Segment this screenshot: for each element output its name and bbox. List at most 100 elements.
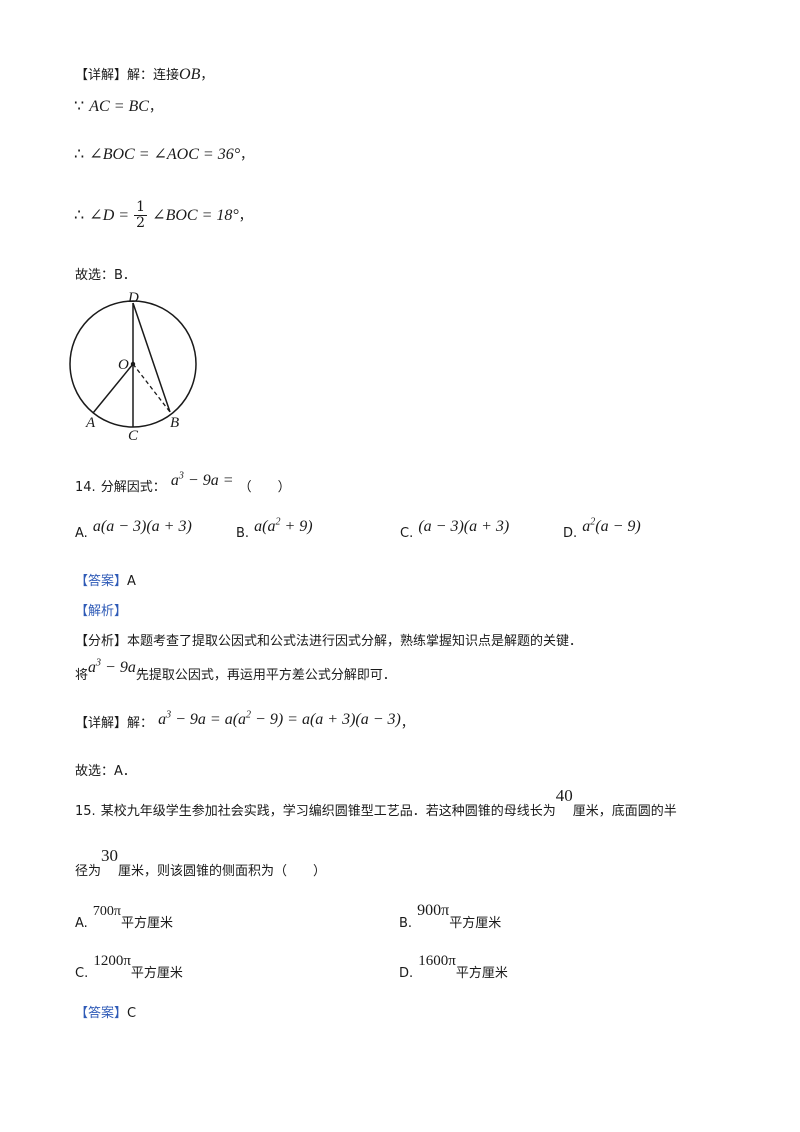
- question-number: 15.: [75, 804, 96, 819]
- option-text: (a − 3)(a + 3): [418, 518, 510, 535]
- comma: ，: [240, 148, 254, 163]
- q15-stem-line-2: 径为30厘米，则该圆锥的侧面积为（ ）: [75, 846, 326, 879]
- q14-analysis: 【分析】本题考查了提取公因式和公式法进行因式分解，熟练掌握知识点是解题的关键．: [75, 630, 582, 649]
- detail-b: − 9a = a(a: [171, 711, 247, 728]
- method-expr-b: − 9a: [101, 659, 136, 676]
- label-d: D: [127, 290, 139, 306]
- question-text-a: 某校九年级学生参加社会实践，学习编织圆锥型工艺品．若这种圆锥的母线长为: [100, 804, 556, 819]
- q15-option-a: A. 700π平方厘米: [75, 900, 173, 931]
- option-label: B.: [399, 916, 413, 931]
- radius-oa: [92, 363, 134, 414]
- q13-since-line: ∵ AC = BC，: [74, 96, 162, 116]
- angle-boc-value: ∠BOC = 18°: [152, 207, 239, 224]
- label-c: C: [128, 428, 139, 444]
- method-post: 先提取公因式，再运用平方差公式分解即可．: [135, 668, 396, 683]
- option-label: A.: [75, 916, 88, 931]
- option-value: 1600π: [418, 953, 456, 969]
- since-symbol: ∵: [74, 98, 85, 115]
- option-value: 900π: [417, 902, 450, 919]
- method-exponent: 3: [96, 657, 102, 669]
- comma: ，: [400, 716, 414, 731]
- q13-detail-line: 【详解】解：连接OB，: [75, 64, 213, 84]
- therefore-symbol: ∴: [74, 207, 85, 224]
- q14-stem: 14. 分解因式： a3 − 9a = （ ）: [75, 471, 291, 496]
- option-text: a(a2 + 9): [254, 516, 313, 535]
- q15-answer: 【答案】C: [75, 1002, 136, 1021]
- comma: ，: [200, 68, 214, 83]
- answer-value: A: [127, 574, 136, 589]
- q14-option-b: B. a(a2 + 9): [236, 517, 313, 542]
- method-expr-a: a: [88, 659, 97, 676]
- option-text-a: a: [582, 518, 591, 535]
- question-text-c: 径为: [75, 864, 102, 879]
- expr-exponent: 3: [178, 470, 184, 482]
- detail-exponent-1: 3: [166, 709, 172, 721]
- center-point: [130, 361, 136, 367]
- option-unit: 平方厘米: [449, 916, 502, 931]
- answer-label: 【答案】: [75, 574, 128, 589]
- option-text-b: + 9): [280, 518, 313, 535]
- question-text-d: 厘米，则该圆锥的侧面积为（ ）: [118, 864, 327, 879]
- option-label: D.: [399, 966, 414, 981]
- option-text: a2(a − 9): [582, 516, 640, 535]
- detail-exponent-2: 2: [246, 709, 252, 721]
- q14-detail: 【详解】解： a3 − 9a = a(a2 − 9) = a(a + 3)(a …: [75, 709, 414, 732]
- option-label: D.: [563, 526, 578, 541]
- detail-expression: a3 − 9a = a(a2 − 9) = a(a + 3)(a − 3): [158, 709, 401, 728]
- q13-choose: 故选：B．: [75, 268, 136, 283]
- option-text: a(a − 3)(a + 3): [92, 518, 192, 535]
- method-pre: 将: [75, 668, 89, 683]
- q14-choose: 故选：A．: [75, 764, 136, 779]
- q13-therefore-line-1: ∴ ∠BOC = ∠AOC = 36°，: [74, 144, 253, 164]
- answer-paren: （ ）: [238, 480, 291, 495]
- detail-c: − 9) = a(a + 3)(a − 3): [251, 711, 401, 728]
- expr-rest: − 9a =: [183, 472, 234, 489]
- detail-label: 【详解】解：: [75, 716, 154, 731]
- answer-label: 【答案】: [75, 1006, 128, 1021]
- label-b: B: [170, 415, 179, 431]
- q14-answer: 【答案】A: [75, 570, 136, 589]
- option-label: C.: [75, 966, 89, 981]
- q14-analysis-label: 【解析】: [75, 604, 128, 619]
- q14-method: 将a3 − 9a先提取公因式，再运用平方差公式分解即可．: [75, 658, 396, 684]
- therefore-symbol: ∴: [74, 146, 85, 163]
- radius-ob-dashed: [132, 363, 171, 413]
- question-number: 14.: [75, 480, 96, 495]
- q14-option-c: C. (a − 3)(a + 3): [400, 518, 509, 542]
- question-text: 分解因式：: [100, 480, 166, 495]
- analysis-head: 【分析】: [75, 634, 128, 649]
- option-value: 700π: [92, 904, 121, 919]
- label-a: A: [85, 415, 96, 431]
- comma: ，: [148, 100, 162, 115]
- option-label: A.: [75, 526, 88, 541]
- q15-option-d: D. 1600π平方厘米: [399, 950, 508, 981]
- option-unit: 平方厘米: [130, 966, 183, 981]
- fraction-numerator: 1: [134, 199, 148, 216]
- question-expression: a3 − 9a =: [170, 470, 234, 489]
- question-text-b: 厘米，底面圆的半: [572, 804, 677, 819]
- segment-ob: OB: [179, 66, 201, 83]
- q14-option-d: D. a2(a − 9): [563, 517, 641, 542]
- label-o: O: [118, 357, 129, 373]
- analysis-text: 本题考查了提取公因式和公式法进行因式分解，熟练掌握知识点是解题的关键．: [127, 634, 583, 649]
- detail-a: a: [158, 711, 167, 728]
- comma: ，: [238, 209, 252, 224]
- option-exponent: 2: [590, 516, 596, 528]
- answer-value: C: [127, 1006, 137, 1021]
- option-exponent: 2: [275, 516, 281, 528]
- value-40: 40: [555, 786, 573, 805]
- angle-equation: ∠BOC = ∠AOC = 36°: [89, 146, 241, 163]
- detail-label: 【详解】解：连接: [75, 68, 180, 83]
- circle-figure: D O A C B: [69, 290, 197, 444]
- expr-base: a: [170, 472, 179, 489]
- fraction-denominator: 2: [136, 215, 146, 231]
- method-expression: a3 − 9a: [88, 657, 136, 676]
- option-unit: 平方厘米: [455, 966, 508, 981]
- option-value: 1200π: [93, 953, 131, 969]
- chord-db: [132, 302, 171, 413]
- value-30: 30: [101, 846, 119, 865]
- option-label: C.: [400, 526, 414, 541]
- angle-d: ∠D =: [89, 207, 130, 224]
